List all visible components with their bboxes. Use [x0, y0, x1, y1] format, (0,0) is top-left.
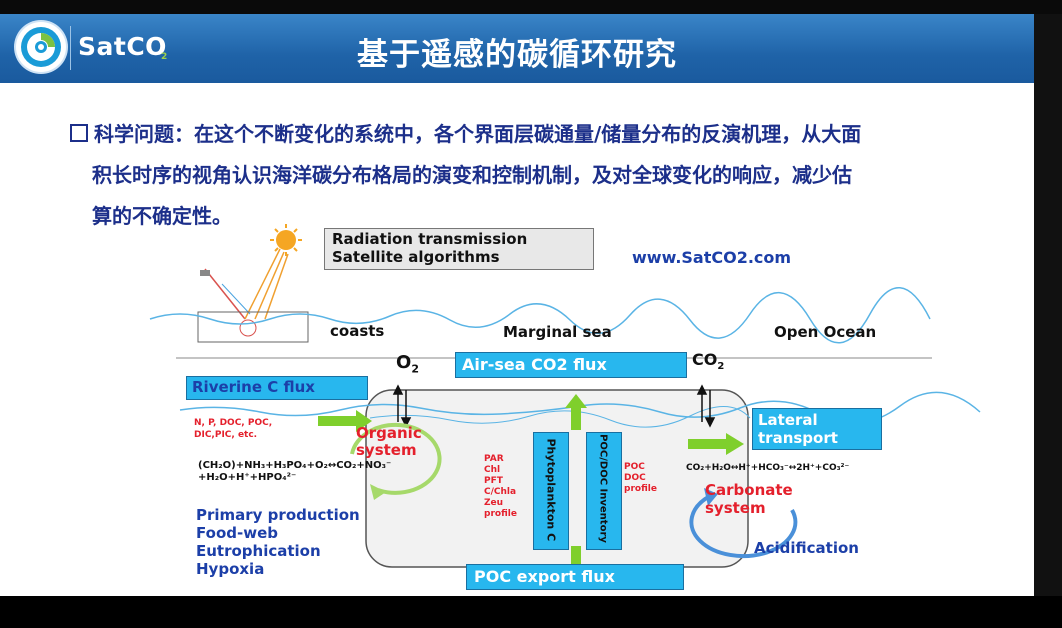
poc-export-label: POC export flux [474, 567, 615, 586]
marginal-sea-label: Marginal sea [503, 323, 612, 341]
question-line-3: 算的不确定性。 [92, 204, 232, 228]
par-list: PAR Chl PFT C/Chla Zeu profile [484, 454, 517, 520]
question-line-1: 科学问题：在这个不断变化的系统中，各个界面层碳通量/储量分布的反演机理，从大面 [94, 122, 862, 146]
coasts-label: coasts [330, 322, 385, 340]
impact-item: Primary production [196, 506, 360, 524]
question-line-2: 积长时序的视角认识海洋碳分布格局的演变和控制机制，及对全球变化的响应，减少估 [92, 163, 852, 187]
par-item: Chl [484, 465, 501, 475]
poc-export-box [466, 564, 684, 590]
poc-doc-inventory-label: POC/DOC Inventory [597, 434, 609, 543]
carbonate-reaction: CO₂+H₂O↔H⁺+HCO₃⁻↔2H⁺+CO₃²⁻ [686, 463, 850, 473]
impacts-list: Primary production Food-web Eutrophicati… [196, 506, 360, 578]
nutrients-line-2: DIC,PIC, etc. [194, 430, 258, 440]
bottom-bar [0, 596, 1062, 628]
par-item: PFT [484, 476, 503, 486]
lateral-transport-box [752, 408, 882, 450]
riverine-flux-label: Riverine C flux [192, 378, 315, 396]
impact-item: Hypoxia [196, 560, 265, 578]
slide-title: 基于遥感的碳循环研究 [357, 37, 677, 73]
flux-arrows [318, 394, 744, 580]
organic-system-line-2: system [356, 441, 417, 459]
lateral-line-1: Lateral [758, 411, 818, 429]
open-ocean-label: Open Ocean [774, 323, 877, 341]
logo-divider [70, 26, 71, 70]
science-question: 科学问题：在这个不断变化的系统中，各个界面层碳通量/储量分布的反演机理，从大面 … [70, 114, 1010, 237]
poc-doc-inventory-box [586, 432, 622, 550]
co2-label: CO2 [692, 350, 725, 373]
right-strip [1034, 14, 1062, 596]
organic-reaction-line-1: (CH₂O)+NH₃+H₃PO₄+O₂↔CO₂+NO₃⁻ [198, 460, 392, 471]
phytoplankton-label: Phytoplankton C [544, 438, 558, 542]
website-link[interactable]: www.SatCO2.com [632, 248, 792, 267]
air-sea-flux-label: Air-sea CO2 flux [462, 355, 607, 374]
poc-item: profile [624, 484, 657, 494]
radiation-box [324, 228, 594, 270]
logo-text: SatCO [78, 32, 167, 61]
impact-item: Food-web [196, 524, 278, 542]
sun-icon [270, 224, 302, 256]
phytoplankton-box [533, 432, 569, 550]
carbonate-line-1: Carbonate [705, 481, 793, 499]
poc-list: POC DOC profile [624, 462, 657, 495]
par-item: C/Chla [484, 487, 517, 497]
par-item: Zeu [484, 498, 504, 508]
air-sea-flux-box [455, 352, 687, 378]
poc-item: POC [624, 462, 645, 472]
carbonate-line-2: system [705, 499, 766, 517]
gas-exchange-arrows [392, 384, 716, 428]
radiation-line-2: Satellite algorithms [332, 248, 500, 266]
riverine-flux-box [186, 376, 368, 400]
radiation-line-1: Radiation transmission [332, 230, 528, 248]
acidification-label: Acidification [754, 539, 859, 557]
slide: SatCO 2 基于遥感的碳循环研究 科学问题：在这个不断变化的系统中，各个界面… [0, 14, 1034, 596]
nutrients-line-1: N, P, DOC, POC, [194, 418, 273, 428]
logo-subscript: 2 [161, 52, 168, 62]
o2-label: O2 [396, 352, 419, 376]
radiation-sketch-icon [197, 248, 309, 343]
top-bar [0, 0, 1062, 14]
impact-item: Eutrophication [196, 542, 321, 560]
slide-header: SatCO 2 基于遥感的碳循环研究 [0, 14, 1034, 83]
organic-system-line-1: Organic [356, 424, 422, 442]
bullet-checkbox-icon [70, 124, 88, 142]
par-item: profile [484, 509, 517, 519]
lateral-line-2: transport [758, 429, 838, 447]
par-item: PAR [484, 454, 504, 464]
organic-reaction-line-2: +H₂O+H⁺+HPO₄²⁻ [198, 472, 297, 483]
poc-item: DOC [624, 473, 646, 483]
diagram-graphics [149, 224, 981, 580]
satco2-logo-icon [16, 22, 66, 72]
